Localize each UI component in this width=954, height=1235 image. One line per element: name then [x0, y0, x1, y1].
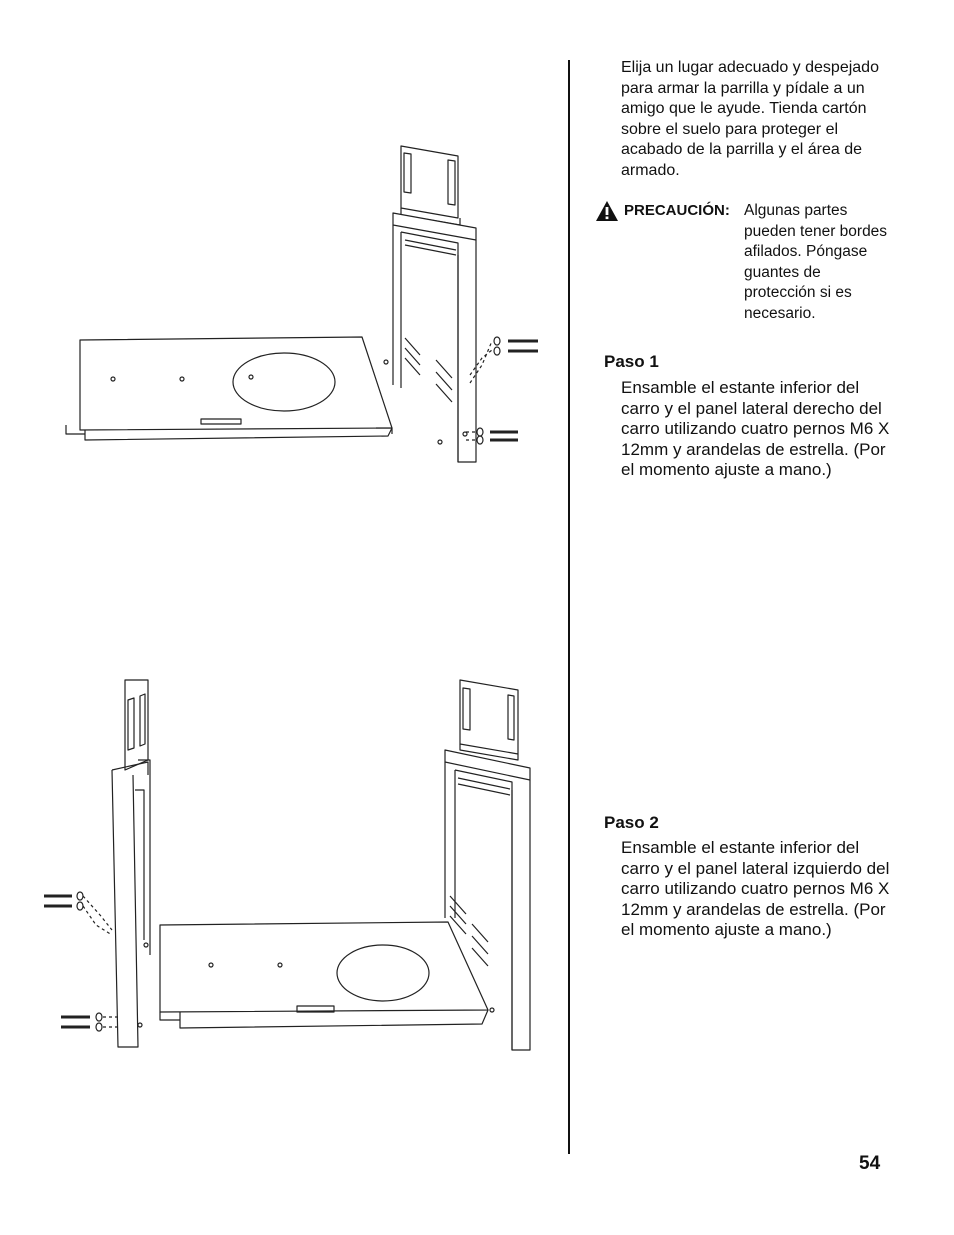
bottom-shelf	[66, 337, 392, 440]
step1-title: Paso 1	[604, 352, 659, 371]
left-side-panel	[112, 680, 150, 1047]
caution-label: PRECAUCIÓN:	[624, 202, 730, 219]
step2-title: Paso 2	[604, 813, 659, 832]
warning-triangle-icon	[596, 201, 618, 221]
column-divider	[568, 60, 570, 1154]
caution-text: Algunas partes pueden tener bordes afila…	[744, 202, 888, 322]
bottom-shelf	[160, 922, 488, 1028]
step1-assembly-illustration	[55, 140, 555, 470]
page-number: 54	[859, 1153, 881, 1174]
step2-text: Ensamble el estante inferior del carro y…	[621, 838, 890, 939]
step1-text: Ensamble el estante inferior del carro y…	[621, 378, 890, 479]
bolts-and-washers	[466, 337, 538, 444]
bolts-and-washers	[44, 892, 118, 1031]
intro-paragraph: Elija un lugar adecuado y despejado para…	[621, 59, 879, 179]
right-side-panel	[445, 680, 530, 1050]
right-side-panel	[384, 146, 476, 462]
step2-assembly-illustration	[35, 670, 555, 1060]
